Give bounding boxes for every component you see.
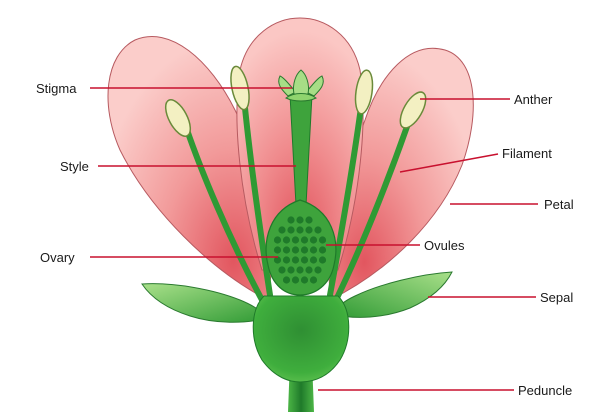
ovule bbox=[318, 256, 327, 264]
label-stigma: Stigma bbox=[36, 81, 77, 96]
filament-leader bbox=[399, 153, 499, 173]
ovule bbox=[296, 216, 304, 224]
ovule bbox=[291, 246, 300, 254]
stigma-shape bbox=[278, 69, 324, 102]
ovule bbox=[282, 236, 291, 244]
anther-far-right bbox=[399, 91, 427, 129]
ovule bbox=[314, 266, 322, 274]
label-ovary: Ovary bbox=[40, 250, 75, 265]
filament-far-left bbox=[180, 115, 265, 303]
ovule bbox=[273, 256, 282, 264]
label-anther: Anther bbox=[514, 92, 553, 107]
ovule bbox=[273, 246, 282, 254]
filament-right bbox=[327, 97, 365, 298]
ovule bbox=[287, 216, 295, 224]
ovule bbox=[300, 246, 309, 254]
ovule bbox=[273, 236, 282, 244]
ovule bbox=[309, 236, 318, 244]
receptacle bbox=[252, 295, 350, 383]
label-sepal: Sepal bbox=[540, 290, 573, 305]
ovule bbox=[282, 276, 291, 284]
ovule bbox=[314, 226, 322, 234]
ovule bbox=[305, 226, 313, 234]
ovule bbox=[300, 256, 309, 264]
ovule bbox=[309, 276, 318, 284]
label-petal: Petal bbox=[544, 197, 574, 212]
filament-left bbox=[241, 95, 273, 298]
ovule bbox=[287, 266, 295, 274]
ovule bbox=[318, 246, 327, 254]
ovule bbox=[300, 236, 309, 244]
ovule bbox=[305, 216, 313, 224]
ovule bbox=[291, 256, 300, 264]
label-peduncle: Peduncle bbox=[518, 383, 572, 398]
ovule bbox=[309, 256, 318, 264]
ovules-cluster bbox=[273, 216, 327, 284]
ovule bbox=[287, 226, 295, 234]
ovule bbox=[300, 276, 309, 284]
ovule bbox=[278, 226, 286, 234]
ovule bbox=[282, 256, 291, 264]
filament-far-right bbox=[333, 115, 413, 303]
label-ovules: Ovules bbox=[424, 238, 465, 253]
label-filament: Filament bbox=[502, 146, 552, 161]
ovule bbox=[291, 276, 300, 284]
ovule bbox=[296, 266, 304, 274]
leader-lines bbox=[90, 87, 538, 391]
ovule bbox=[291, 236, 300, 244]
ovule bbox=[278, 266, 286, 274]
stamens bbox=[164, 65, 427, 303]
ovule bbox=[296, 226, 304, 234]
ovule bbox=[282, 246, 291, 254]
ovule bbox=[309, 246, 318, 254]
label-style: Style bbox=[60, 159, 89, 174]
anther-far-left bbox=[164, 99, 192, 137]
labels: Stigma Style Ovary Anther Filament Petal… bbox=[36, 81, 574, 398]
ovule bbox=[318, 236, 327, 244]
anther-right bbox=[354, 69, 374, 115]
ovule bbox=[305, 266, 313, 274]
